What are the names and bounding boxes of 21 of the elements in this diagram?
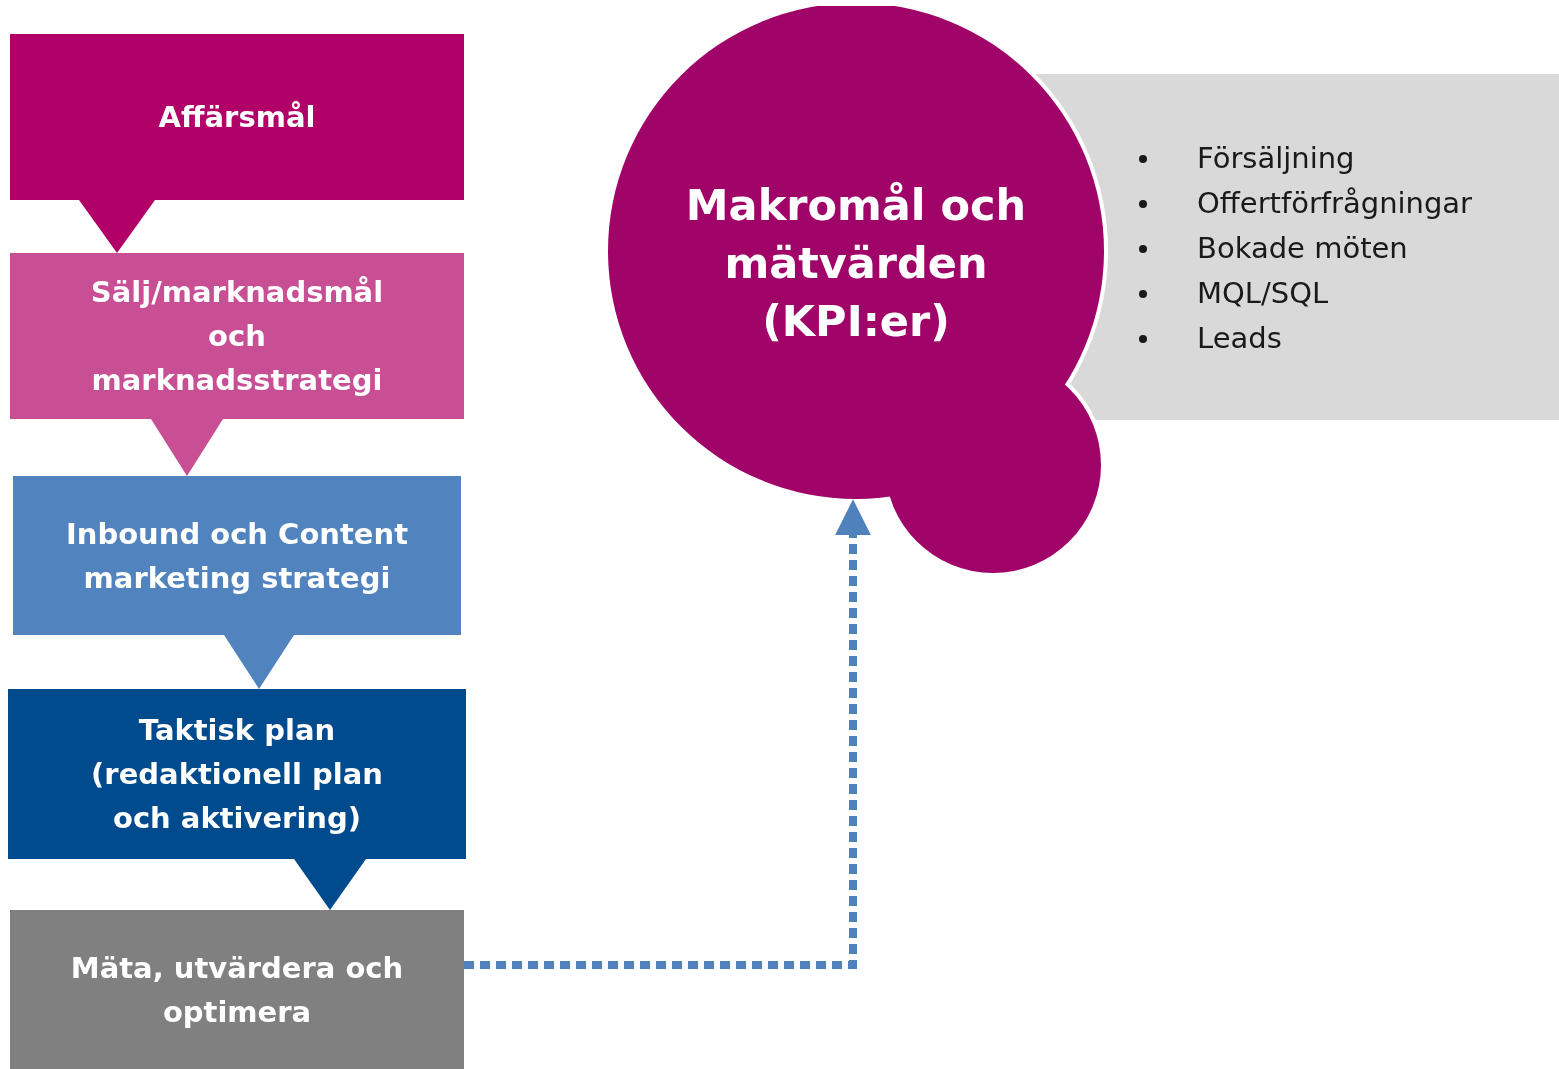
chevron-arrow [151,419,223,476]
box-label: Inbound och Content marketing strategi [65,515,409,597]
list-item: Försäljning [1197,139,1355,177]
box-label: Sälj/marknadsmål och marknadsstrategi [89,274,385,399]
box-label: Taktisk plan (redaktionell plan och aktivering) [90,712,384,837]
box-label: Affärsmål [157,99,317,136]
chevron-arrow [79,200,155,253]
process-box [13,476,461,635]
process-box [10,910,464,1069]
list-item: Offertförfrågningar [1197,184,1473,222]
list-item: Bokade möten [1197,229,1408,267]
process-box [10,253,464,419]
process-box [10,34,464,200]
dotted-arrow [464,499,871,969]
bubble-label: Makromål och mätvärden (KPI:er) [684,179,1028,348]
chevron-arrow [224,635,294,689]
list-item: Leads [1197,319,1282,357]
list-item: MQL/SQL [1197,274,1329,312]
box-label: Mäta, utvärdera och optimera [69,949,405,1031]
chevron-arrow [294,859,366,910]
process-box [8,689,466,859]
